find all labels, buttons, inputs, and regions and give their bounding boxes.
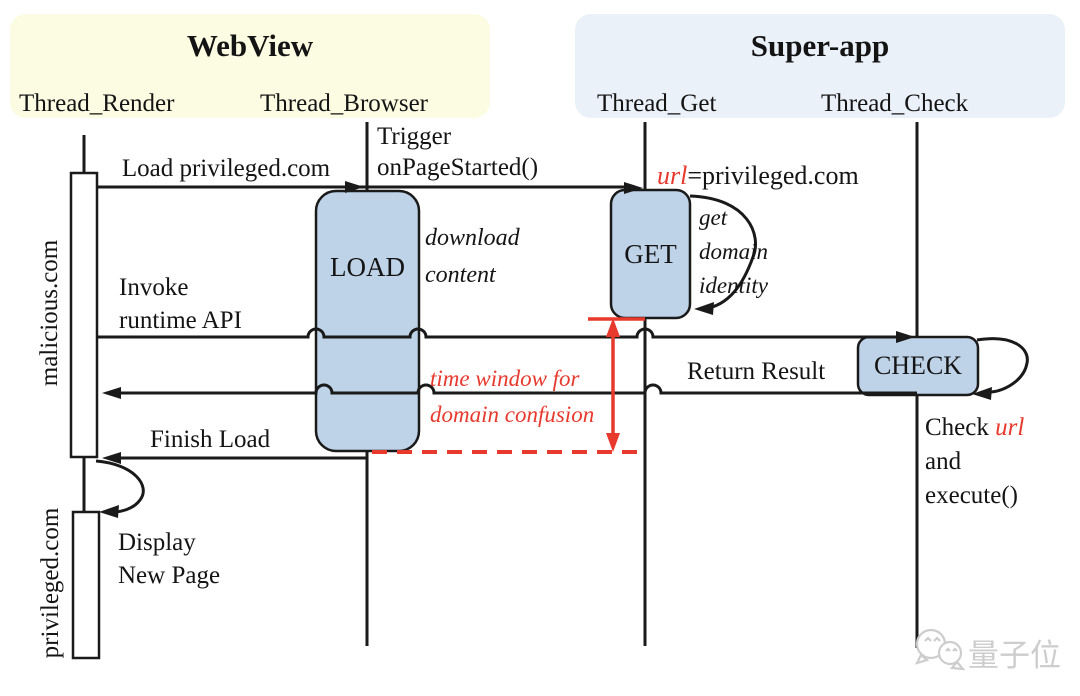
watermark-text: 量子位 [968,638,1061,674]
thread-browser-label: Thread_Browser [260,90,428,117]
privileged-com-label: privileged.com [37,507,64,659]
url-privileged-label: url=privileged.com [657,160,859,192]
arrowhead-to-browser [345,181,364,193]
arrow-return-result [120,383,917,395]
superapp-title: Super-app [750,28,890,63]
red-arrowhead-up [606,318,620,337]
activation-malicious [69,171,99,459]
trigger-line2: onPageStarted() [377,154,539,181]
check-url-execute-label: Check url and execute() [925,411,1024,513]
arrowhead-get-loop [694,302,714,315]
webview-header-box: WebView Thread_Render Thread_Browser [10,14,490,118]
finish-load-label: Finish Load [150,426,271,453]
display-line2: New Page [118,562,221,589]
arrowhead-finish-to-render [102,452,121,464]
check-box-label: CHECK [873,351,963,380]
webview-title: WebView [186,28,314,63]
check-url-line3: execute() [925,482,1018,509]
get-loop-line1: get [699,205,728,230]
invoke-line1: Invoke [119,274,189,301]
download-line2: content [425,262,496,288]
load-box [314,189,421,453]
arrowhead-render-loop [99,505,119,518]
thread-get-label: Thread_Get [597,90,717,117]
activation-privileged [71,510,101,660]
trigger-onpagestarted-label: Trigger onPageStarted() [377,121,538,183]
url-variable: url [657,161,688,190]
arrow-invoke-runtime-api [97,327,897,339]
check-url-line1: Check url [925,411,1024,445]
red-arrowhead-down [606,433,620,452]
get-box-label: GET [624,239,677,269]
load-privileged-label: Load privileged.com [121,155,331,182]
check-url-line2: and [925,448,962,475]
get-self-loop [689,194,757,311]
watermark-chat-icon [914,628,966,671]
download-line1: download [425,225,520,251]
display-line1: Display [118,529,196,556]
time-window-line1: time window for [430,366,580,391]
arrowhead-to-check [896,331,915,343]
render-self-loop [95,459,145,514]
check-box [856,335,980,397]
thread-check-label: Thread_Check [821,90,969,117]
download-content-label: download content [425,220,520,294]
invoke-line2: runtime API [119,307,242,334]
arrowhead-to-get [624,182,643,194]
time-window-line2: domain confusion [430,402,595,427]
check-url-word: url [995,414,1025,441]
invoke-runtime-api-label: Invoke runtime API [119,271,242,337]
get-domain-identity-label: get domain identity [699,201,768,303]
check-word: Check [925,414,996,441]
display-new-page-label: Display New Page [118,526,220,592]
time-window-label: time window for domain confusion [430,361,594,433]
malicious-com-label: malicious.com [36,239,63,387]
load-box-label: LOAD [330,252,405,282]
get-loop-line3: identity [699,273,768,298]
arrowhead-check-loop [972,387,992,400]
url-value: =privileged.com [687,161,859,190]
check-self-loop [976,337,1029,394]
thread-render-label: Thread_Render [19,90,175,117]
get-box [609,188,692,320]
return-result-label: Return Result [687,358,826,385]
get-loop-line2: domain [699,239,768,264]
superapp-header-box: Super-app Thread_Get Thread_Check [575,14,1065,118]
trigger-line1: Trigger [377,123,452,150]
arrowhead-return-to-render [102,387,121,399]
